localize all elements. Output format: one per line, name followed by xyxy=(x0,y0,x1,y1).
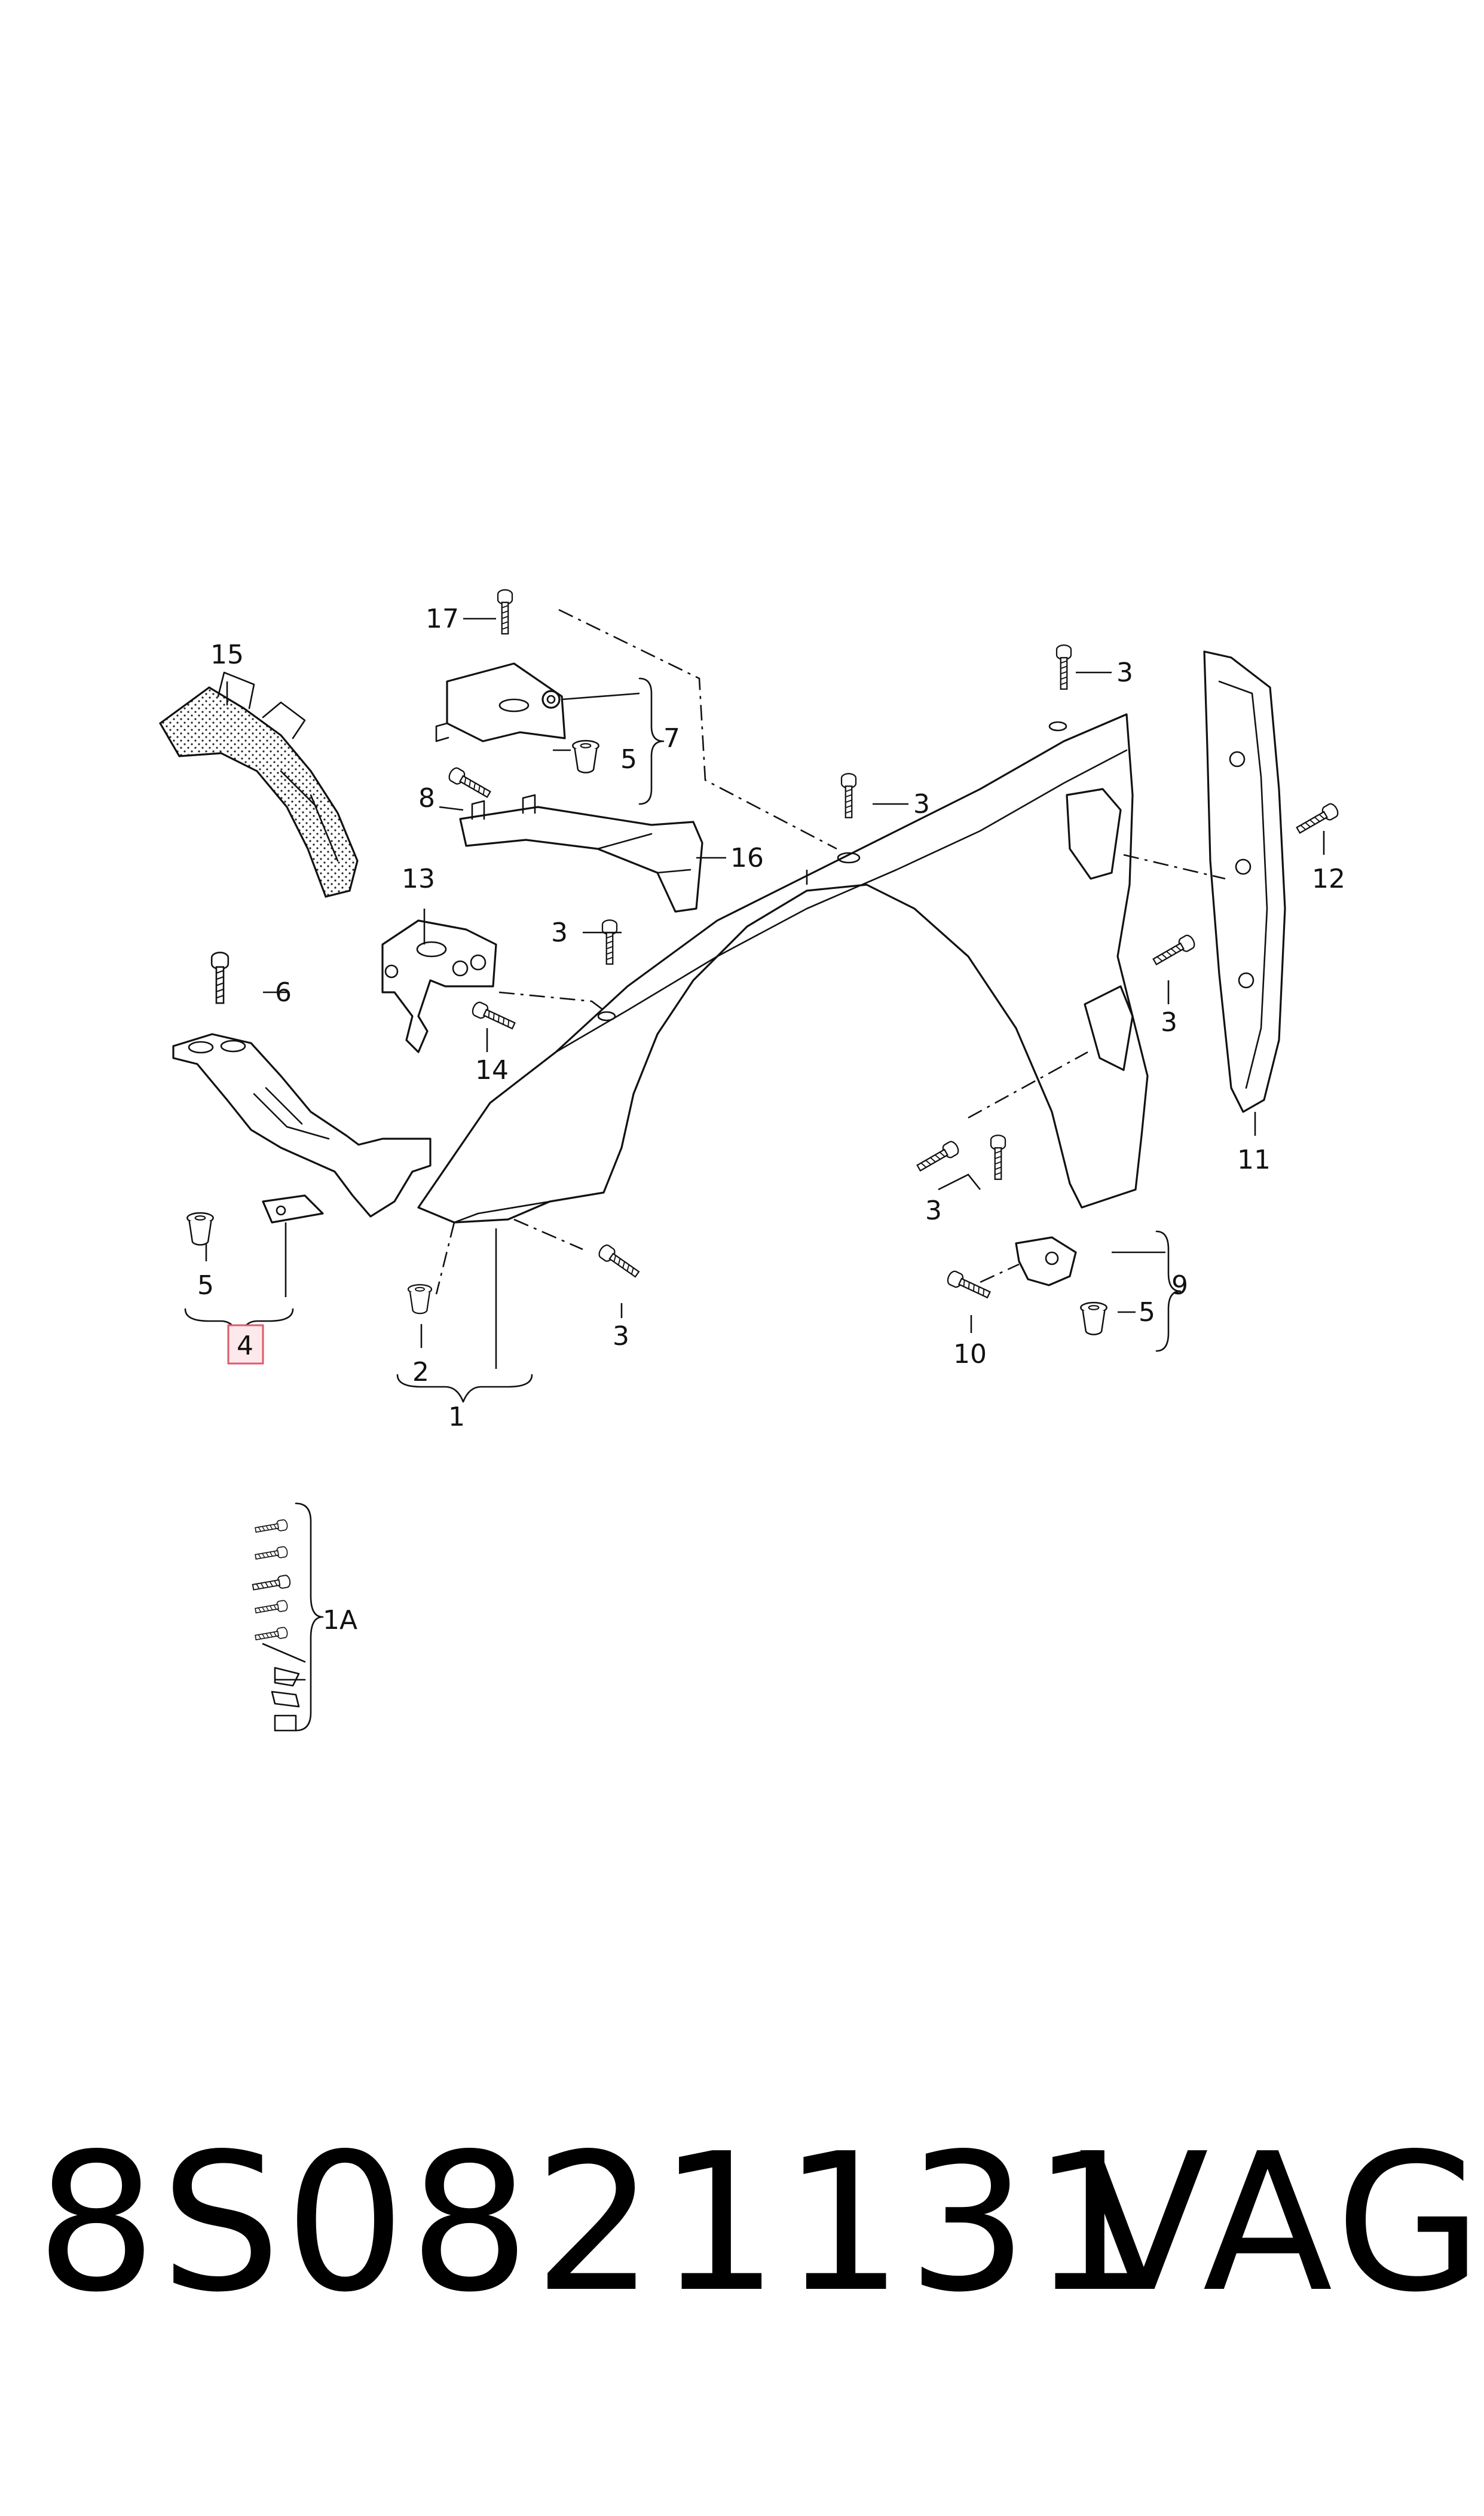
callout-10: 10 xyxy=(953,1339,987,1369)
callout-6: 6 xyxy=(275,977,292,1008)
callout-1: 1 xyxy=(448,1402,465,1432)
callout-3e: 3 xyxy=(925,1196,942,1226)
fastener-kit-1a xyxy=(251,1518,306,1732)
callout-2: 2 xyxy=(412,1357,429,1387)
wheel-arch-liner-part-15 xyxy=(158,671,359,898)
callout-3f: 3 xyxy=(613,1321,629,1352)
leader-lines xyxy=(184,617,1325,1732)
lower-bracket-part-4 xyxy=(172,1033,432,1224)
callout-17: 17 xyxy=(426,604,459,634)
callout-8: 8 xyxy=(418,783,435,814)
callout-12: 12 xyxy=(1312,864,1345,894)
assembly-lines xyxy=(435,609,1226,1295)
callout-14: 14 xyxy=(475,1055,509,1086)
callout-3a: 3 xyxy=(1116,658,1133,688)
part-number: 8S0821131 xyxy=(36,2113,1156,2334)
callout-5b: 5 xyxy=(1139,1297,1155,1328)
callout-labels: 15 17 7 5 8 16 3 3 3 13 6 14 12 3 11 3 9… xyxy=(197,604,1345,1635)
side-seal-part-11 xyxy=(1203,650,1286,1113)
callout-9: 9 xyxy=(1171,1270,1188,1301)
callout-4: 4 xyxy=(237,1331,253,1361)
callout-16: 16 xyxy=(730,843,764,873)
callout-3b: 3 xyxy=(913,789,930,820)
upper-bracket-part-7 xyxy=(435,662,566,742)
callout-4-highlight: 4 xyxy=(227,1324,264,1365)
callout-13: 13 xyxy=(402,864,435,894)
callout-1a: 1A xyxy=(323,1605,357,1635)
footer: 8S0821131 VAG xyxy=(0,2128,1484,2391)
fasteners xyxy=(186,589,1341,1732)
callout-5c: 5 xyxy=(197,1270,214,1301)
callout-3c: 3 xyxy=(551,918,568,948)
brand-label: VAG xyxy=(1079,2113,1484,2334)
callout-15: 15 xyxy=(210,640,244,670)
callout-7: 7 xyxy=(663,723,680,754)
support-bracket-part-16 xyxy=(459,794,703,913)
callout-3d: 3 xyxy=(1161,1007,1177,1038)
front-fender-part-1 xyxy=(417,713,1149,1224)
lower-mount-part-9 xyxy=(1015,1236,1077,1286)
callout-11: 11 xyxy=(1237,1145,1271,1175)
callout-5a: 5 xyxy=(620,744,637,775)
bracket-part-13 xyxy=(381,919,497,1053)
